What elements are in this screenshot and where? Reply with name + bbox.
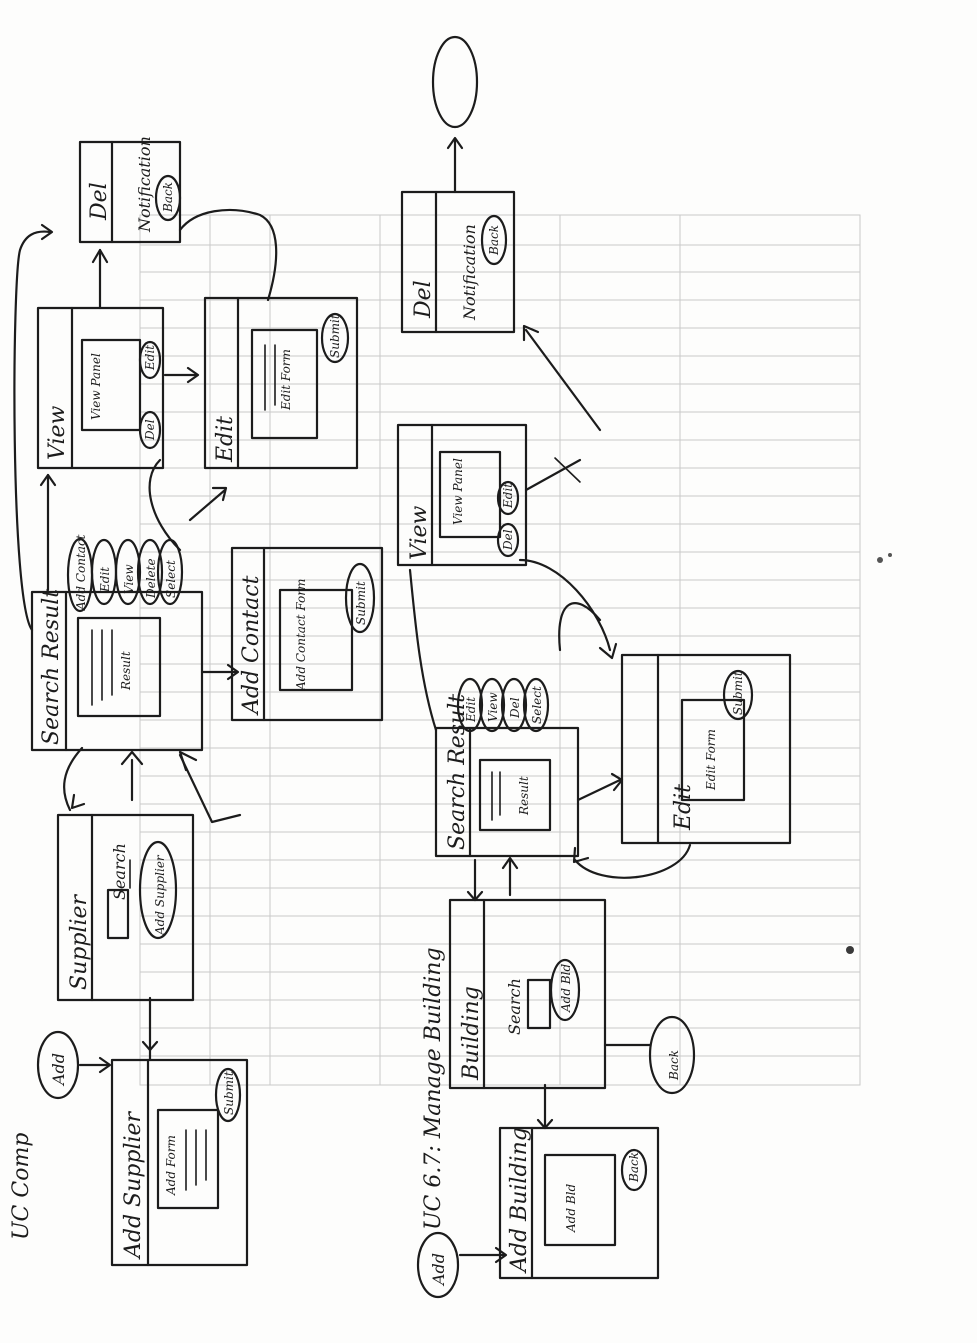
- svg-text:Edit: Edit: [143, 345, 157, 371]
- svg-text:View Panel: View Panel: [89, 353, 103, 420]
- svg-text:Del: Del: [87, 182, 112, 221]
- svg-text:Del: Del: [143, 419, 157, 441]
- svg-text:Del: Del: [501, 529, 515, 551]
- svg-text:View: View: [45, 405, 70, 460]
- svg-text:Result: Result: [517, 776, 531, 816]
- search-result-screen-2: Search Result Result: [434, 694, 580, 858]
- svg-text:Submit: Submit: [354, 581, 368, 625]
- svg-text:View: View: [122, 564, 136, 594]
- add-start-node: [36, 1030, 80, 1100]
- submit-button-2: [344, 562, 376, 634]
- svg-text:Edit Form: Edit Form: [704, 729, 718, 791]
- del-button-1: [138, 410, 162, 450]
- svg-text:Add Bld: Add Bld: [564, 1184, 578, 1234]
- bleed-through-table: [139, 214, 861, 1086]
- delete-pill: [136, 538, 164, 606]
- view-pill: [114, 538, 142, 606]
- select-pill-2: [522, 677, 550, 733]
- uc-comp-label: UC Comp: [9, 1133, 34, 1240]
- add-supplier-title: Add Supplier: [121, 1110, 146, 1260]
- svg-text:Add Bld: Add Bld: [559, 964, 573, 1014]
- add-form-label: Add Form: [164, 1135, 178, 1196]
- svg-text:Notification: Notification: [460, 224, 479, 321]
- back-button-4: [620, 1148, 648, 1192]
- svg-text:Add Contact: Add Contact: [74, 534, 88, 611]
- svg-text:Del: Del: [411, 280, 436, 319]
- svg-text:Building: Building: [459, 986, 484, 1081]
- svg-text:Select: Select: [530, 686, 544, 724]
- add-building-screen: Add Building Add Bld Back: [498, 1126, 660, 1280]
- svg-text:Submit: Submit: [222, 1071, 236, 1115]
- add-contact-screen: Add Contact Add Contact Form Submit: [230, 546, 384, 722]
- svg-text:Search Result: Search Result: [445, 694, 470, 850]
- svg-text:Select: Select: [164, 560, 178, 598]
- svg-text:Back: Back: [627, 1152, 641, 1183]
- svg-text:View: View: [407, 505, 432, 560]
- add-supplier-screen: Add Supplier Add Form Submit: [110, 1058, 249, 1267]
- supplier-screen: Supplier Search Add Supplier: [56, 813, 195, 1002]
- view-screen-1: View View Panel Edit Del: [36, 306, 165, 470]
- svg-text:Submit: Submit: [731, 671, 745, 715]
- svg-text:Result: Result: [119, 651, 133, 691]
- submit-button-1: [214, 1067, 242, 1123]
- submit-button-3: [320, 312, 350, 364]
- svg-text:Back: Back: [161, 182, 175, 213]
- uc-manage-building-label: UC 6.7: Manage Building: [421, 947, 446, 1230]
- del-button-2: [496, 522, 520, 558]
- svg-text:Add Contact Form: Add Contact Form: [294, 579, 308, 691]
- view-pill-2: [478, 677, 506, 733]
- add-start-node-2: [416, 1231, 460, 1299]
- svg-text:Edit: Edit: [464, 697, 478, 723]
- svg-text:Add Supplier: Add Supplier: [153, 854, 167, 936]
- back-button-2: [480, 214, 508, 266]
- edit-screen-2: Edit Edit Form Submit: [620, 653, 792, 845]
- del-pill-2: [500, 677, 528, 733]
- back-button-3: [648, 1015, 696, 1095]
- back-button-1: [154, 174, 182, 222]
- svg-text:Edit Form: Edit Form: [279, 349, 293, 411]
- svg-text:Back: Back: [487, 225, 501, 256]
- svg-text:Notification: Notification: [135, 136, 154, 233]
- svg-text:Delete: Delete: [144, 558, 158, 599]
- svg-text:View: View: [486, 692, 500, 722]
- svg-text:View Panel: View Panel: [451, 458, 465, 525]
- svg-text:Edit: Edit: [213, 416, 238, 463]
- view-screen-2: View View Panel Edit Del: [396, 423, 528, 567]
- svg-text:Edit: Edit: [671, 784, 696, 831]
- svg-text:Add Contact: Add Contact: [239, 575, 264, 716]
- svg-text:Back: Back: [667, 1050, 681, 1081]
- svg-text:Del: Del: [508, 697, 522, 719]
- search-result-screen-1: Search Result Result: [30, 589, 204, 752]
- svg-text:Search: Search: [110, 843, 129, 900]
- svg-text:Search Result: Search Result: [39, 589, 64, 745]
- svg-text:Search: Search: [505, 978, 524, 1035]
- add-bld-button: [549, 958, 581, 1022]
- add-start-label: Add: [49, 1053, 68, 1087]
- svg-text:Supplier: Supplier: [67, 894, 92, 990]
- add-supplier-button: [138, 840, 178, 940]
- building-screen: Building Search Add Bld: [448, 898, 607, 1090]
- svg-text:Edit: Edit: [98, 567, 112, 593]
- edit-button-2: [496, 480, 520, 516]
- svg-text:Edit: Edit: [501, 483, 515, 509]
- del-notification-screen-2: Del Notification Back: [400, 190, 516, 334]
- svg-text:Submit: Submit: [328, 314, 342, 358]
- back-end-node: [431, 35, 479, 129]
- submit-button-4: [722, 669, 754, 721]
- edit-pill-2: [456, 677, 484, 733]
- svg-text:Add Building: Add Building: [507, 1127, 532, 1274]
- svg-text:Add: Add: [429, 1253, 448, 1287]
- edit-screen-1: Edit Edit Form Submit: [203, 296, 359, 470]
- edit-button-1: [138, 340, 162, 380]
- del-notification-screen-1: Del Notification Back: [78, 136, 182, 244]
